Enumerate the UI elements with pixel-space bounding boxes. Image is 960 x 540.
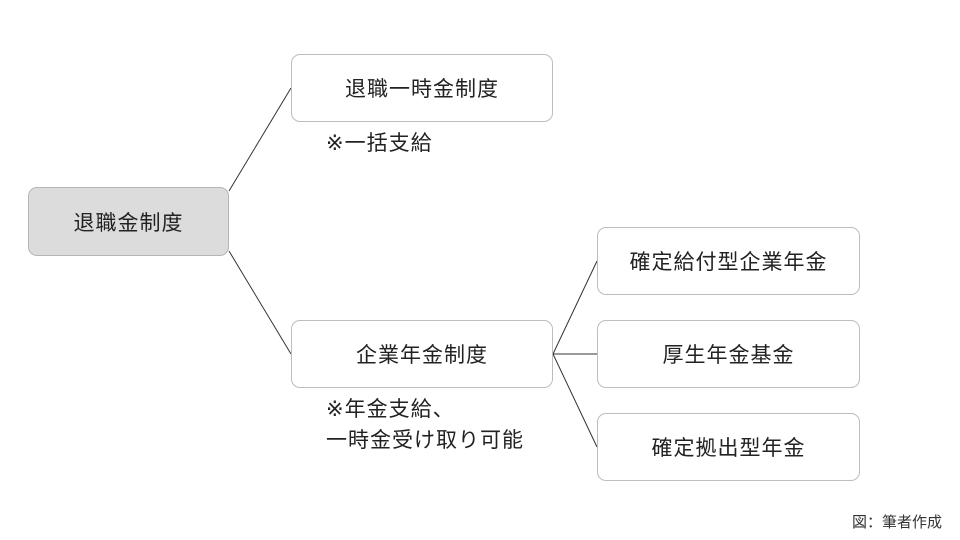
connector-root-to-lump-sum [228, 87, 292, 192]
employees-pension-fund-label: 厚生年金基金 [662, 343, 795, 367]
node-employees-pension-fund: 厚生年金基金 [597, 320, 860, 388]
node-defined-contribution-pension: 確定拠出型年金 [597, 413, 860, 481]
corporate-pension-note-line1: ※年金支給、 [326, 397, 455, 421]
root-node-label: 退職金制度 [73, 210, 184, 235]
defined-benefit-label: 確定給付型企業年金 [629, 250, 828, 274]
connector-root-to-pension [228, 250, 292, 355]
corporate-pension-label: 企業年金制度 [356, 343, 488, 367]
lump-sum-note: ※一括支給 [326, 131, 433, 155]
node-corporate-pension-system: 企業年金制度 [291, 320, 553, 388]
connector-pension-to-dc [552, 353, 598, 448]
node-defined-benefit-pension: 確定給付型企業年金 [597, 227, 860, 295]
figure-credit: 図：筆者作成 [851, 513, 942, 531]
connector-pension-to-db [552, 260, 598, 355]
node-lump-sum-system: 退職一時金制度 [291, 54, 553, 122]
lump-sum-label: 退職一時金制度 [345, 77, 499, 101]
corporate-pension-note: ※年金支給、 一時金受け取り可能 [326, 394, 524, 456]
defined-contribution-label: 確定拠出型年金 [651, 436, 806, 460]
corporate-pension-note-line2: 一時金受け取り可能 [326, 428, 524, 452]
root-node-retirement-allowance-system: 退職金制度 [28, 187, 229, 256]
